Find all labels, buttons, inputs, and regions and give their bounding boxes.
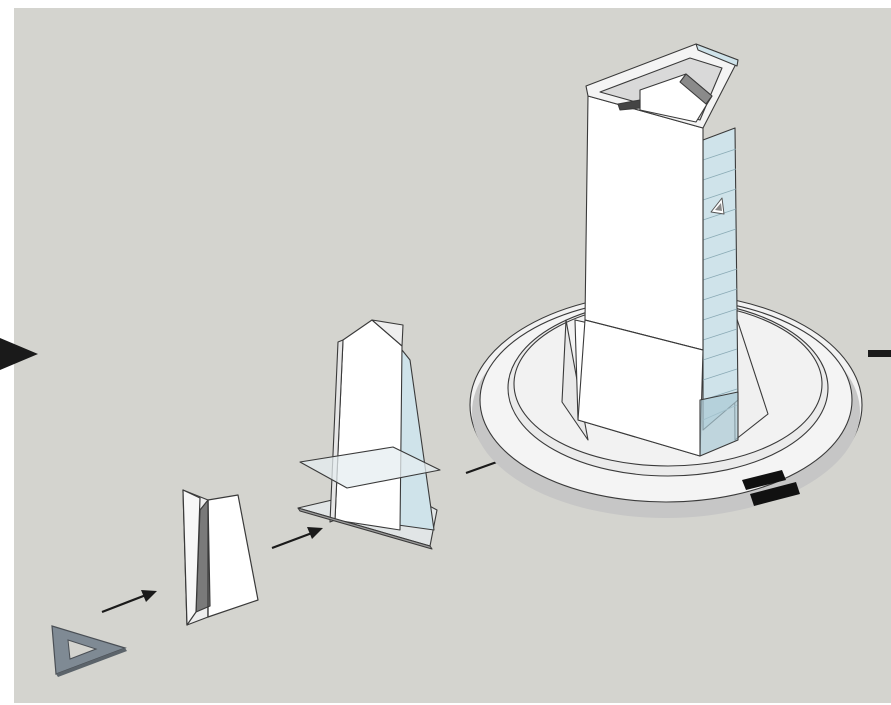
tower-facade	[585, 96, 703, 350]
right-edge-arrow	[868, 350, 891, 357]
